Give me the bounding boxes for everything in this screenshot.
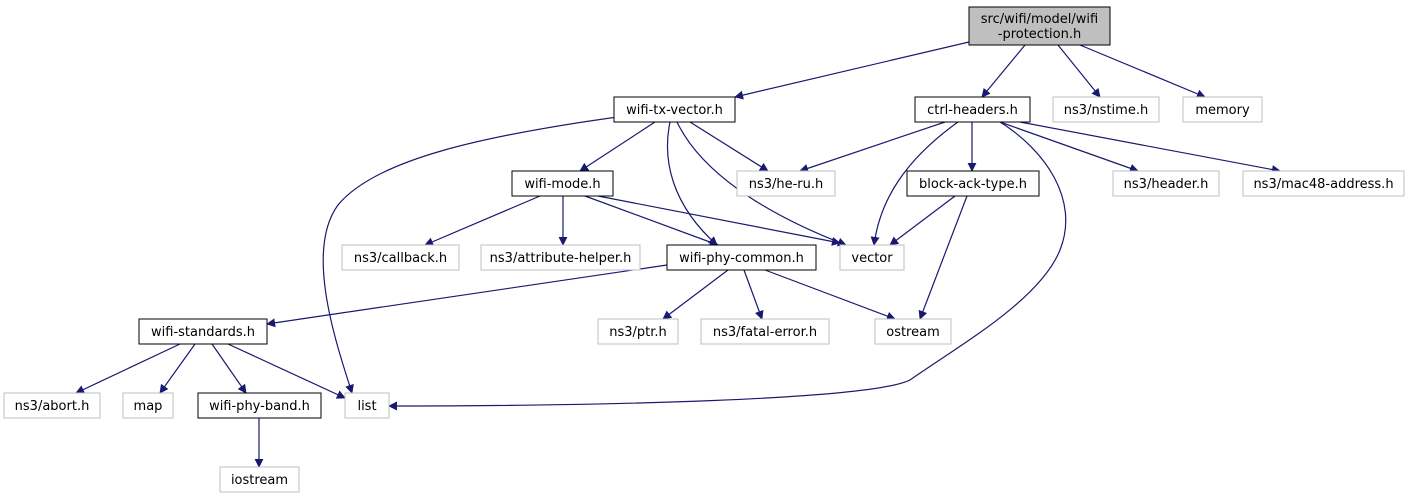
node-header: ns3/header.h xyxy=(1112,170,1220,197)
node-box-list xyxy=(344,392,390,419)
node-label-wifi-standards: wifi-standards.h xyxy=(151,325,255,340)
nodes: src/wifi/model/wifi-protection.h wifi-tx-… xyxy=(3,6,1405,493)
edge-wifi-mode-to-wifi-phy-common xyxy=(584,195,719,247)
edge-wifi-standards-to-wifi-phy-band xyxy=(211,343,247,394)
node-box-ctrl-headers xyxy=(914,96,1031,123)
node-label-vector: vector xyxy=(851,251,893,266)
node-wifi-standards[interactable]: wifi-standards.h xyxy=(138,318,268,345)
node-label-abort: ns3/abort.h xyxy=(15,399,90,414)
node-label-block-ack-type: block-ack-type.h xyxy=(919,177,1027,192)
node-box-block-ack-type xyxy=(906,170,1040,197)
node-box-wifi-phy-band xyxy=(197,392,322,419)
edge-ctrl-headers-to-he-ru xyxy=(799,121,946,173)
edge-ctrl-headers-to-vector xyxy=(870,121,959,246)
node-label-wifi-mode: wifi-mode.h xyxy=(524,177,600,192)
node-ctrl-headers[interactable]: ctrl-headers.h xyxy=(914,96,1031,123)
node-box-wifi-mode xyxy=(511,170,614,197)
node-ptr: ns3/ptr.h xyxy=(597,318,679,345)
edge-wifi-phy-common-to-ptr xyxy=(662,269,729,320)
node-label-ptr: ns3/ptr.h xyxy=(609,325,667,340)
node-map: map xyxy=(122,392,174,419)
node-box-iostream xyxy=(219,466,300,493)
edge-root-to-wifi-tx-vector xyxy=(734,41,970,100)
node-he-ru: ns3/he-ru.h xyxy=(736,170,836,197)
edge-wifi-tx-vector-to-list xyxy=(322,113,641,394)
node-box-ostream xyxy=(874,318,952,345)
node-attribute-helper: ns3/attribute-helper.h xyxy=(480,244,641,271)
node-ostream: ostream xyxy=(874,318,952,345)
edge-wifi-standards-to-abort xyxy=(75,343,181,394)
edge-block-ack-type-to-vector xyxy=(889,195,956,246)
node-box-ptr xyxy=(597,318,679,345)
edge-ctrl-headers-to-list xyxy=(388,121,1067,411)
node-box-mac48-address xyxy=(1242,170,1405,197)
node-list: list xyxy=(344,392,390,419)
node-block-ack-type[interactable]: block-ack-type.h xyxy=(906,170,1040,197)
node-label-ostream: ostream xyxy=(886,325,940,340)
node-abort: ns3/abort.h xyxy=(3,392,101,419)
node-box-fatal-error xyxy=(700,318,830,345)
node-box-wifi-standards xyxy=(138,318,268,345)
node-wifi-phy-common[interactable]: wifi-phy-common.h xyxy=(666,244,817,271)
node-label-attribute-helper: ns3/attribute-helper.h xyxy=(490,251,632,266)
node-label-wifi-phy-band: wifi-phy-band.h xyxy=(209,399,310,414)
node-memory: memory xyxy=(1182,96,1263,123)
node-wifi-tx-vector[interactable]: wifi-tx-vector.h xyxy=(613,96,736,123)
node-root[interactable]: src/wifi/model/wifi-protection.h xyxy=(968,6,1111,46)
edge-ctrl-headers-to-mac48-address xyxy=(1019,121,1281,174)
node-iostream: iostream xyxy=(219,466,300,493)
node-box-nstime xyxy=(1052,96,1160,123)
node-callback: ns3/callback.h xyxy=(341,244,460,271)
node-label-fatal-error: ns3/fatal-error.h xyxy=(713,325,817,340)
node-label-header: ns3/header.h xyxy=(1124,177,1209,192)
node-box-he-ru xyxy=(736,170,836,197)
edge-block-ack-type-to-ostream xyxy=(918,195,968,320)
node-box-abort xyxy=(3,392,101,419)
node-box-header xyxy=(1112,170,1220,197)
node-vector: vector xyxy=(839,244,905,271)
node-label-memory: memory xyxy=(1195,103,1250,118)
node-box-memory xyxy=(1182,96,1263,123)
edge-wifi-tx-vector-to-wifi-mode xyxy=(579,121,656,172)
node-label-nstime: ns3/nstime.h xyxy=(1064,103,1148,118)
edges xyxy=(75,41,1281,468)
node-box-wifi-phy-common xyxy=(666,244,817,271)
edge-wifi-tx-vector-to-wifi-phy-common xyxy=(666,121,718,246)
edge-wifi-phy-common-to-fatal-error xyxy=(743,269,764,320)
node-box-callback xyxy=(341,244,460,271)
node-wifi-mode[interactable]: wifi-mode.h xyxy=(511,170,614,197)
node-wifi-phy-band[interactable]: wifi-phy-band.h xyxy=(197,392,322,419)
edge-root-to-memory xyxy=(1079,44,1206,99)
edge-wifi-phy-common-to-ostream xyxy=(764,269,896,321)
node-box-attribute-helper xyxy=(480,244,641,271)
node-box-map xyxy=(122,392,174,419)
node-box-vector xyxy=(839,244,905,271)
node-label-he-ru: ns3/he-ru.h xyxy=(749,177,824,192)
node-label-iostream: iostream xyxy=(231,473,288,488)
node-label-root-line-1: src/wifi/model/wifi xyxy=(981,12,1098,27)
node-fatal-error: ns3/fatal-error.h xyxy=(700,318,830,345)
edge-root-to-nstime xyxy=(1057,44,1101,98)
node-label-root-line-2: -protection.h xyxy=(998,27,1081,42)
node-label-mac48-address: ns3/mac48-address.h xyxy=(1253,177,1393,192)
node-label-ctrl-headers: ctrl-headers.h xyxy=(927,103,1018,118)
edge-wifi-tx-vector-to-he-ru xyxy=(689,121,769,172)
edge-wifi-standards-to-list xyxy=(227,343,346,399)
node-label-wifi-phy-common: wifi-phy-common.h xyxy=(679,251,804,266)
node-nstime: ns3/nstime.h xyxy=(1052,96,1160,123)
node-box-root xyxy=(968,6,1111,46)
edge-wifi-mode-to-callback xyxy=(424,195,541,246)
edge-wifi-mode-to-vector xyxy=(597,195,841,246)
node-mac48-address: ns3/mac48-address.h xyxy=(1242,170,1405,197)
node-label-callback: ns3/callback.h xyxy=(354,251,447,266)
edge-ctrl-headers-to-header xyxy=(999,121,1139,173)
node-label-map: map xyxy=(134,399,163,414)
node-label-wifi-tx-vector: wifi-tx-vector.h xyxy=(626,103,723,118)
edge-wifi-phy-common-to-wifi-standards xyxy=(266,264,668,328)
edge-root-to-ctrl-headers xyxy=(981,44,1026,98)
node-box-wifi-tx-vector xyxy=(613,96,736,123)
node-label-list: list xyxy=(357,399,376,414)
edge-wifi-standards-to-map xyxy=(159,343,196,394)
